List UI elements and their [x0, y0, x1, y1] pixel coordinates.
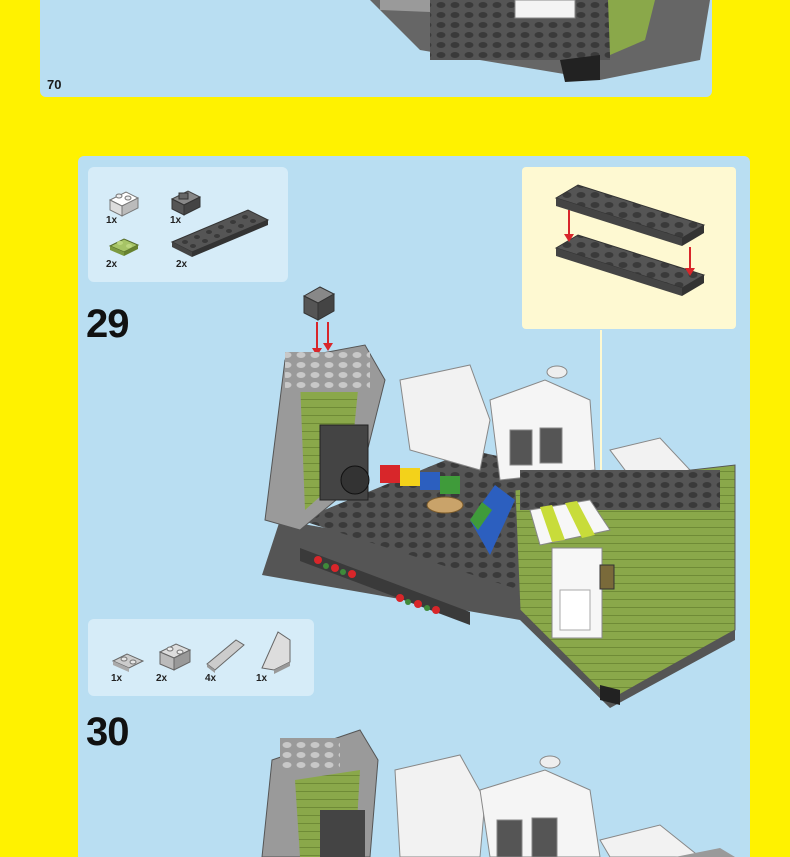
part-qty: 4x [205, 673, 217, 684]
grille-brick-icon [170, 190, 202, 216]
previous-step-model [370, 0, 710, 82]
part-qty: 1x [170, 215, 182, 226]
down-arrow-icon [312, 322, 333, 356]
lime-plate-icon [108, 238, 140, 256]
part-qty: 2x [106, 259, 118, 270]
lower-plate [554, 234, 706, 296]
dark-plate-icon [170, 209, 270, 257]
part-qty: 2x [156, 673, 168, 684]
part-icons-step-30 [111, 631, 291, 674]
slope-icon [206, 639, 245, 673]
part-qty: 1x [111, 673, 123, 684]
down-arrow-icon [564, 210, 695, 276]
step-30-model [261, 729, 735, 857]
part-qty: 1x [256, 673, 268, 684]
light-plate-icon [111, 653, 145, 672]
step-number: 30 [86, 710, 129, 754]
grille-brick-piece [302, 286, 336, 321]
part-qty: 1x [106, 215, 118, 226]
callout-plates [554, 184, 706, 470]
part-icons-step-29 [108, 190, 270, 257]
step-number: 29 [86, 302, 129, 346]
page-number: 70 [47, 77, 62, 92]
step-29-model [262, 286, 736, 708]
light-brick-icon [158, 643, 192, 671]
white-brick-icon [108, 191, 140, 217]
tall-slope-icon [261, 631, 291, 674]
part-qty: 2x [176, 259, 188, 270]
upper-plate [554, 184, 706, 246]
